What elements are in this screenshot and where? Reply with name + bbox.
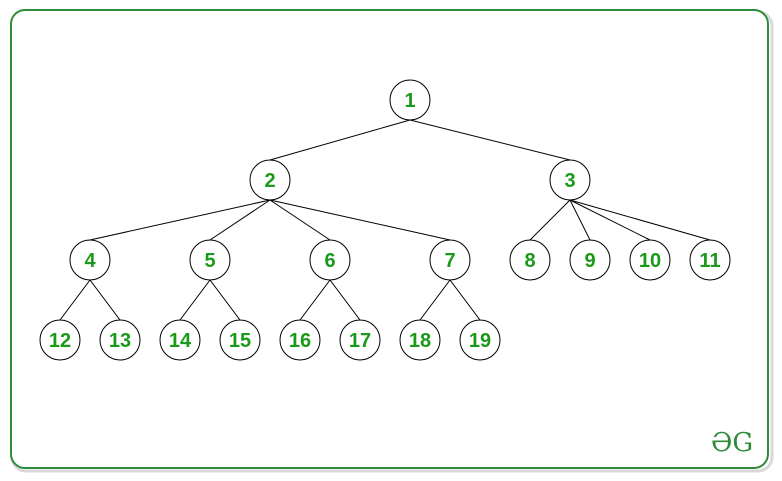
node-circle (389, 79, 431, 121)
tree-node-16: 16 (279, 319, 321, 361)
node-circle (509, 239, 551, 281)
node-circle (339, 319, 381, 361)
edge-5-14 (179, 279, 211, 321)
node-circle (99, 319, 141, 361)
node-circle (629, 239, 671, 281)
tree-node-14: 14 (159, 319, 201, 361)
node-circle (309, 239, 351, 281)
node-circle (189, 239, 231, 281)
node-label: 11 (699, 250, 720, 272)
logo-icon: ƏG (711, 428, 753, 458)
node-circle (219, 319, 261, 361)
logo: ƏG (711, 428, 753, 458)
edge-2-4 (89, 199, 271, 241)
node-label: 5 (204, 250, 215, 272)
tree-node-13: 13 (99, 319, 141, 361)
tree-node-2: 2 (249, 159, 291, 201)
tree-node-6: 6 (309, 239, 351, 281)
tree-node-12: 12 (39, 319, 81, 361)
edge-2-7 (269, 199, 451, 241)
node-label: 14 (169, 330, 192, 352)
node-label: 8 (524, 250, 535, 272)
edge-4-13 (89, 279, 121, 321)
edge-4-12 (59, 279, 91, 321)
node-circle (39, 319, 81, 361)
tree-node-3: 3 (549, 159, 591, 201)
node-circle (399, 319, 441, 361)
node-circle (249, 159, 291, 201)
edge-2-6 (269, 199, 331, 241)
node-label: 7 (444, 250, 455, 272)
tree-node-7: 7 (429, 239, 471, 281)
tree-node-18: 18 (399, 319, 441, 361)
node-circle (429, 239, 471, 281)
tree-node-4: 4 (69, 239, 111, 281)
node-label: 13 (109, 330, 131, 352)
node-label: 12 (49, 330, 71, 352)
tree-node-5: 5 (189, 239, 231, 281)
node-label: 15 (229, 330, 251, 352)
edge-6-17 (329, 279, 361, 321)
tree-node-10: 10 (629, 239, 671, 281)
tree-node-15: 15 (219, 319, 261, 361)
edge-6-16 (299, 279, 331, 321)
tree-node-19: 19 (459, 319, 501, 361)
node-label: 4 (84, 250, 96, 272)
node-circle (549, 159, 591, 201)
node-label: 1 (404, 90, 415, 112)
edge-3-9 (569, 199, 591, 241)
node-label: 19 (469, 330, 491, 352)
node-label: 2 (264, 170, 275, 192)
node-label: 9 (584, 250, 595, 272)
node-circle (159, 319, 201, 361)
edge-3-8 (529, 199, 571, 241)
tree-node-11: 11 (689, 239, 731, 281)
node-label: 18 (409, 330, 431, 352)
edge-7-19 (449, 279, 481, 321)
node-circle (689, 239, 731, 281)
edge-5-15 (209, 279, 241, 321)
edges-layer (59, 119, 711, 321)
tree-node-9: 9 (569, 239, 611, 281)
edge-3-10 (569, 199, 651, 241)
tree-node-8: 8 (509, 239, 551, 281)
edge-1-2 (269, 119, 411, 161)
node-circle (569, 239, 611, 281)
edge-2-5 (209, 199, 271, 241)
node-circle (69, 239, 111, 281)
edge-7-18 (419, 279, 451, 321)
node-circle (459, 319, 501, 361)
edge-1-3 (409, 119, 571, 161)
node-label: 17 (349, 330, 371, 352)
diagram-frame (10, 9, 769, 469)
node-circle (279, 319, 321, 361)
tree-node-17: 17 (339, 319, 381, 361)
node-label: 3 (564, 170, 575, 192)
tree-node-1: 1 (389, 79, 431, 121)
edge-3-11 (569, 199, 711, 241)
node-label: 16 (289, 330, 311, 352)
node-label: 6 (324, 250, 335, 272)
node-label: 10 (639, 250, 661, 272)
